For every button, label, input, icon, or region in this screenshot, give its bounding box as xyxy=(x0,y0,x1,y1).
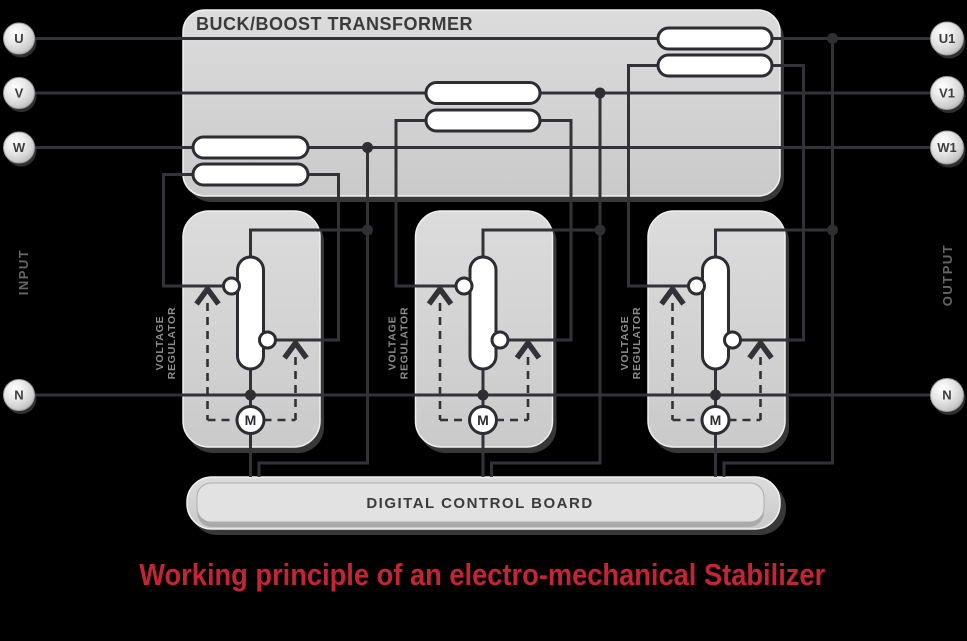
reg2-wiper-right xyxy=(490,330,510,350)
reg1-label-line2: REGULATOR xyxy=(166,307,178,380)
reg1-sense-wire xyxy=(257,147,369,477)
coil-u-buck xyxy=(656,53,774,78)
reg3-top-wire xyxy=(714,228,833,257)
reg2-motor-label: M xyxy=(477,412,489,428)
reg3-motor-label: M xyxy=(710,412,722,428)
coil-w-series xyxy=(191,135,310,160)
terminal-u: U xyxy=(3,22,37,58)
coil-v-series xyxy=(424,81,542,105)
output-terminals: U1 V1 W1 N OUTPUT xyxy=(930,21,966,415)
terminal-w1: W1 xyxy=(930,130,966,168)
terminal-v-body xyxy=(3,77,35,109)
reg1-top-wire xyxy=(249,228,368,257)
reg1-motor-icon xyxy=(235,405,266,435)
terminal-u1-body xyxy=(930,21,964,56)
reg2-top-wire xyxy=(481,228,600,257)
transformer-title: BUCK/BOOST TRANSFORMER xyxy=(196,14,473,34)
terminal-u1-label: U1 xyxy=(939,31,956,46)
terminal-w1-label: W1 xyxy=(937,140,957,155)
reg2-buck-coil-left-wire xyxy=(394,119,464,288)
terminal-u-label: U xyxy=(14,31,23,46)
reg1-junction-top xyxy=(362,224,373,236)
input-terminals: U V W N INPUT xyxy=(3,22,37,414)
reg3-label-line2: REGULATOR xyxy=(631,307,643,380)
output-label: OUTPUT xyxy=(940,244,955,306)
reg3-motor-icon xyxy=(700,405,731,435)
terminal-n-out-body xyxy=(930,378,964,412)
reg2-drive-arrow-left-icon xyxy=(426,284,454,306)
reg1-buck-coil-left-wire xyxy=(162,173,232,288)
reg2-wiper-left xyxy=(454,276,474,296)
coil-v-buck xyxy=(424,108,542,133)
reg2-motor-icon xyxy=(468,405,498,435)
reg3-buck-coil-left-wire xyxy=(627,64,697,288)
voltage-regulator-2: M VOLTAGE REGULATOR xyxy=(387,87,606,477)
transformer-coils xyxy=(191,26,774,187)
caption: Working principle of an electro-mechanic… xyxy=(139,558,825,592)
terminal-u-body xyxy=(3,22,35,55)
reg1-motor-label: M xyxy=(245,412,257,428)
reg2-sense-wire xyxy=(490,93,602,477)
reg3-label-line1: VOLTAGE xyxy=(619,316,631,371)
reg1-buck-coil-right-wire xyxy=(267,173,340,342)
reg3-drive-arrow-left-icon xyxy=(659,284,686,306)
reg3-junction-phase xyxy=(827,33,838,44)
reg3-junction-neutral xyxy=(710,389,721,401)
digital-control-board: DIGITAL CONTROL BOARD xyxy=(186,476,786,535)
reg3-label: VOLTAGE REGULATOR xyxy=(619,307,643,380)
terminal-v1-label: V1 xyxy=(939,86,955,101)
reg2-junction-neutral xyxy=(477,389,489,401)
terminal-v: V xyxy=(3,77,37,112)
terminal-w-body xyxy=(3,131,35,164)
reg2-junction-top xyxy=(594,224,606,236)
coil-u-series xyxy=(656,26,774,51)
board-inner xyxy=(196,482,765,523)
reg3-wiper-right xyxy=(723,330,742,350)
terminal-v1-body xyxy=(930,76,964,110)
reg2-variac-track xyxy=(468,255,498,371)
reg3-drive-arrow-right-icon xyxy=(747,338,774,360)
voltage-regulator-1: M VOLTAGE REGULATOR xyxy=(154,142,373,477)
reg3-junction-top xyxy=(827,224,838,236)
reg2-drive-arrow-right-icon xyxy=(514,338,542,360)
reg1-drive-arrow-left-icon xyxy=(194,284,221,306)
reg3-sense-wire xyxy=(722,38,834,477)
reg1-wiper-right xyxy=(258,330,277,350)
reg2-label: VOLTAGE REGULATOR xyxy=(387,307,411,380)
reg1-junction-phase xyxy=(362,142,373,153)
terminal-u1: U1 xyxy=(930,21,966,59)
reg1-wiper-left xyxy=(222,276,241,296)
terminal-w: W xyxy=(3,131,37,167)
terminal-n-in-body xyxy=(3,379,35,411)
terminal-n-out-label: N xyxy=(942,388,951,403)
terminal-v-label: V xyxy=(15,86,24,101)
reg1-label: VOLTAGE REGULATOR xyxy=(154,307,178,380)
terminal-n-in-label: N xyxy=(14,388,23,403)
reg2-label-line1: VOLTAGE xyxy=(387,316,399,371)
terminal-w-label: W xyxy=(13,140,26,155)
coil-w-buck xyxy=(191,162,310,187)
reg1-variac-track xyxy=(236,255,265,371)
reg2-junction-phase xyxy=(594,87,606,99)
terminal-v1: V1 xyxy=(930,76,966,113)
reg3-variac-track xyxy=(701,255,730,371)
board-label: DIGITAL CONTROL BOARD xyxy=(366,495,593,512)
reg3-buck-coil-right-wire xyxy=(732,64,805,342)
reg1-junction-neutral xyxy=(245,389,256,401)
reg3-wiper-left xyxy=(687,276,706,296)
reg2-label-line2: REGULATOR xyxy=(399,307,411,380)
terminal-w1-body xyxy=(930,130,964,165)
terminal-n-in: N xyxy=(3,379,37,414)
reg1-label-line1: VOLTAGE xyxy=(154,316,166,371)
input-label: INPUT xyxy=(16,249,31,296)
voltage-regulator-3: M VOLTAGE REGULATOR xyxy=(619,33,838,477)
terminal-n-out: N xyxy=(930,378,966,415)
reg1-drive-arrow-right-icon xyxy=(282,338,309,360)
